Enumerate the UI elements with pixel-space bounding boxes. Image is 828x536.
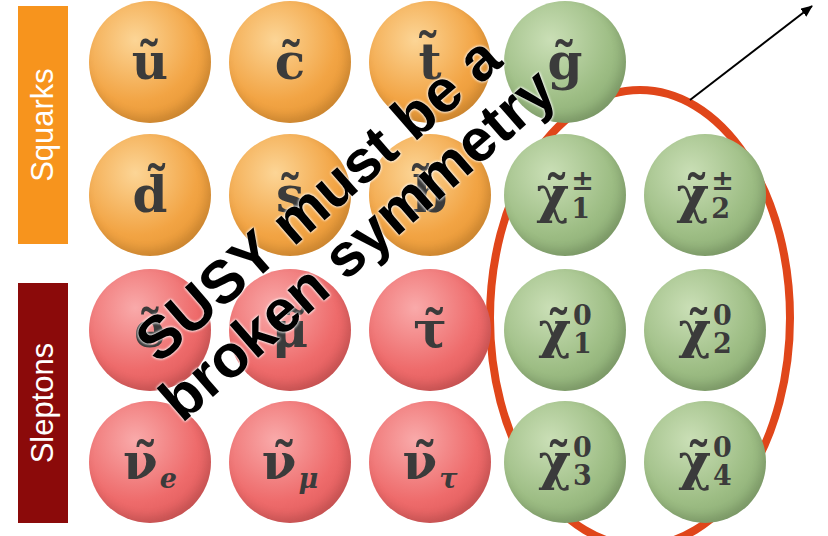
symbol-index: 1 bbox=[573, 330, 592, 358]
symbol-index: 3 bbox=[573, 462, 592, 490]
symbol-base: χ̃ bbox=[538, 305, 571, 355]
symbol-base: χ̃ bbox=[676, 170, 709, 220]
band-label: Squarks bbox=[25, 68, 61, 182]
index-stack: ±2 bbox=[711, 167, 734, 224]
sparticle-circle: χ̃03 bbox=[504, 401, 626, 523]
sparticle-circle: τ̃ bbox=[369, 269, 491, 391]
symbol-base: c̃ bbox=[275, 37, 305, 87]
index-stack: μ bbox=[298, 431, 318, 493]
particle-symbol: ν̃τ bbox=[403, 431, 458, 493]
symbol-base: χ̃ bbox=[538, 437, 571, 487]
sparticle-circle: ν̃μ bbox=[229, 401, 351, 523]
symbol-index: 0 bbox=[713, 434, 732, 462]
symbol-index: 0 bbox=[713, 302, 732, 330]
symbol-base: ν̃ bbox=[403, 437, 438, 487]
symbol-base: τ̃ bbox=[413, 305, 447, 355]
sparticle-circle: χ̃04 bbox=[644, 401, 766, 523]
symbol-index: e bbox=[160, 465, 177, 493]
sparticle-circle: χ̃±2 bbox=[644, 134, 766, 256]
index-stack: 03 bbox=[573, 434, 592, 491]
symbol-base: ν̃ bbox=[262, 437, 297, 487]
particle-symbol: χ̃03 bbox=[538, 434, 592, 491]
symbol-index: μ bbox=[298, 465, 318, 493]
symbol-base: χ̃ bbox=[678, 437, 711, 487]
sparticle-circle: ũ bbox=[89, 1, 211, 123]
symbol-index: 2 bbox=[711, 195, 734, 223]
sparticle-circle: c̃ bbox=[229, 1, 351, 123]
sparticle-circle: χ̃01 bbox=[504, 269, 626, 391]
particle-symbol: χ̃04 bbox=[678, 434, 732, 491]
sparticle-circle: χ̃±1 bbox=[504, 134, 626, 256]
particle-symbol: ν̃μ bbox=[262, 431, 318, 493]
symbol-index: 4 bbox=[713, 462, 732, 490]
particle-symbol: χ̃±1 bbox=[536, 167, 594, 224]
index-stack: ±1 bbox=[571, 167, 594, 224]
highlight-ellipse bbox=[490, 90, 790, 536]
symbol-index: 1 bbox=[571, 195, 594, 223]
symbol-index: 2 bbox=[713, 330, 732, 358]
particle-symbol: d̃ bbox=[133, 170, 168, 220]
sparticle-circle: d̃ bbox=[89, 134, 211, 256]
particle-symbol: χ̃01 bbox=[538, 302, 592, 359]
category-band: Sleptons bbox=[18, 283, 68, 523]
symbol-base: ν̃ bbox=[123, 437, 158, 487]
symbol-base: χ̃ bbox=[678, 305, 711, 355]
particle-symbol: c̃ bbox=[275, 37, 305, 87]
particle-symbol: ũ bbox=[132, 37, 168, 87]
index-stack: 01 bbox=[573, 302, 592, 359]
symbol-index: τ bbox=[439, 465, 457, 493]
symbol-base: χ̃ bbox=[536, 170, 569, 220]
symbol-index: 0 bbox=[573, 302, 592, 330]
index-stack: e bbox=[160, 431, 177, 493]
index-stack: τ bbox=[439, 431, 457, 493]
symbol-index: 0 bbox=[573, 434, 592, 462]
pointer-arrow bbox=[690, 6, 812, 100]
particle-symbol: χ̃02 bbox=[678, 302, 732, 359]
particle-symbol: ν̃e bbox=[123, 431, 177, 493]
index-stack: 02 bbox=[713, 302, 732, 359]
symbol-base: ũ bbox=[132, 37, 168, 87]
particle-symbol: χ̃±2 bbox=[676, 167, 734, 224]
sparticle-circle: χ̃02 bbox=[644, 269, 766, 391]
symbol-index: ± bbox=[571, 167, 594, 195]
symbol-index: ± bbox=[711, 167, 734, 195]
symbol-base: d̃ bbox=[133, 170, 168, 220]
category-band: Squarks bbox=[18, 6, 68, 244]
sparticle-circle: ν̃τ bbox=[369, 401, 491, 523]
index-stack: 04 bbox=[713, 434, 732, 491]
band-label: Sleptons bbox=[25, 343, 61, 464]
particle-symbol: τ̃ bbox=[413, 305, 447, 355]
